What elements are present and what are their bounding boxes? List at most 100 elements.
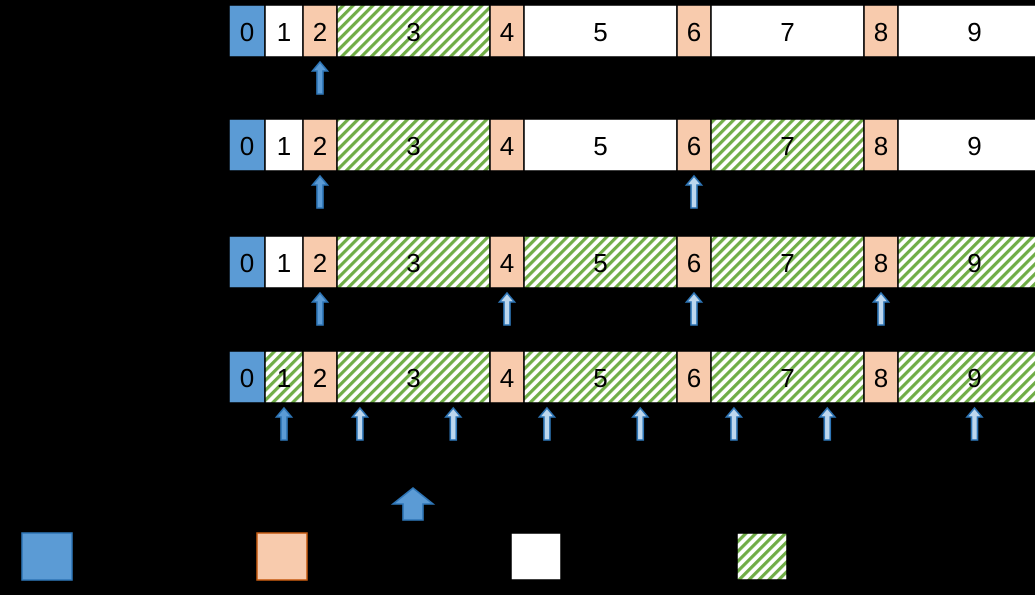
cell-box-empty: [897, 4, 1035, 58]
cell-box-boundary: [302, 4, 338, 58]
cell-box-hatched: [336, 235, 491, 289]
cell-label: 8: [874, 363, 888, 393]
up-arrow-icon: [310, 60, 330, 95]
array-cell: 8: [863, 235, 899, 289]
up-arrow-icon: [631, 406, 650, 441]
cell-box-empty: [264, 118, 304, 172]
up-arrow-icon: [965, 406, 984, 441]
cell-label: 0: [240, 248, 254, 278]
cell-label: 5: [593, 363, 607, 393]
up-arrow-icon: [350, 406, 370, 441]
cell-label: 2: [313, 131, 327, 161]
cell-box-hatched: [336, 350, 491, 404]
cell-box-root: [228, 235, 266, 289]
cell-label: 3: [406, 17, 420, 47]
cell-box-root: [228, 118, 266, 172]
cell-box-boundary: [863, 235, 899, 289]
array-cell: 6: [676, 118, 712, 172]
cell-label: 1: [277, 248, 291, 278]
cell-box-hatched: [710, 350, 865, 404]
up-arrow-icon: [684, 174, 704, 209]
cell-label: 2: [313, 363, 327, 393]
cell-label: 4: [500, 248, 514, 278]
array-cell: 1: [264, 235, 304, 289]
cell-label: 0: [240, 363, 254, 393]
legend: [21, 486, 788, 581]
cell-label: 9: [967, 363, 981, 393]
cell-label: 4: [500, 17, 514, 47]
cell-box-hatched: [523, 235, 678, 289]
cell-label: 1: [277, 17, 291, 47]
array-cell: 1: [264, 4, 304, 58]
cell-box-boundary: [302, 118, 338, 172]
array-cell: 4: [489, 350, 525, 404]
array-cell: 6: [676, 235, 712, 289]
array-cell: 3: [336, 235, 491, 289]
array-cell: 0: [228, 4, 266, 58]
cell-label: 7: [780, 363, 794, 393]
cell-box-boundary: [489, 350, 525, 404]
cell-box-empty: [264, 235, 304, 289]
up-arrow-icon: [724, 406, 744, 441]
array-cell: 1: [264, 350, 304, 404]
array-cell: 0: [228, 350, 266, 404]
cell-label: 0: [240, 17, 254, 47]
cell-box-hatched: [336, 118, 491, 172]
cell-box-hatched: [897, 235, 1035, 289]
array-cell: 7: [710, 235, 865, 289]
array-cell: 7: [710, 4, 865, 58]
cell-box-hatched: [264, 350, 304, 404]
array-cell: 2: [302, 4, 338, 58]
cell-label: 9: [967, 131, 981, 161]
cell-label: 5: [593, 17, 607, 47]
cell-label: 0: [240, 131, 254, 161]
cell-label: 1: [277, 363, 291, 393]
legend-swatch-hatched: [736, 532, 788, 581]
cell-label: 6: [687, 248, 701, 278]
array-cell: 7: [710, 350, 865, 404]
array-cell: 1: [264, 118, 304, 172]
cell-label: 1: [277, 131, 291, 161]
array-cell: 5: [523, 4, 678, 58]
array-cell: 5: [523, 118, 678, 172]
legend-swatch-empty: [510, 532, 562, 581]
array-cell: 4: [489, 4, 525, 58]
up-arrow-icon: [871, 291, 891, 326]
array-cell: 8: [863, 118, 899, 172]
array-cell: 0: [228, 235, 266, 289]
array-cell: 8: [863, 4, 899, 58]
array-cell: 0: [228, 118, 266, 172]
cell-label: 9: [967, 17, 981, 47]
cell-label: 3: [406, 131, 420, 161]
cell-label: 3: [406, 248, 420, 278]
cell-box-empty: [710, 4, 865, 58]
cell-label: 6: [687, 17, 701, 47]
cell-label: 5: [593, 248, 607, 278]
array-cell: 6: [676, 4, 712, 58]
up-arrow-icon: [497, 291, 517, 326]
array-cell: 5: [523, 235, 678, 289]
up-arrow-icon: [274, 406, 294, 441]
cell-label: 7: [780, 131, 794, 161]
array-cell: 3: [336, 118, 491, 172]
cell-label: 8: [874, 131, 888, 161]
cell-label: 8: [874, 248, 888, 278]
cell-box-boundary: [489, 4, 525, 58]
up-arrow-icon: [537, 406, 557, 441]
cell-label: 6: [687, 363, 701, 393]
cell-box-hatched: [710, 235, 865, 289]
cell-label: 9: [967, 248, 981, 278]
up-arrow-icon: [684, 291, 704, 326]
up-arrow-icon: [310, 174, 330, 209]
array-cell: 4: [489, 235, 525, 289]
cell-box-boundary: [863, 118, 899, 172]
cell-box-empty: [897, 118, 1035, 172]
legend-arrow-icon: [390, 486, 436, 521]
array-cell: 9: [897, 350, 1035, 404]
cell-box-boundary: [863, 4, 899, 58]
